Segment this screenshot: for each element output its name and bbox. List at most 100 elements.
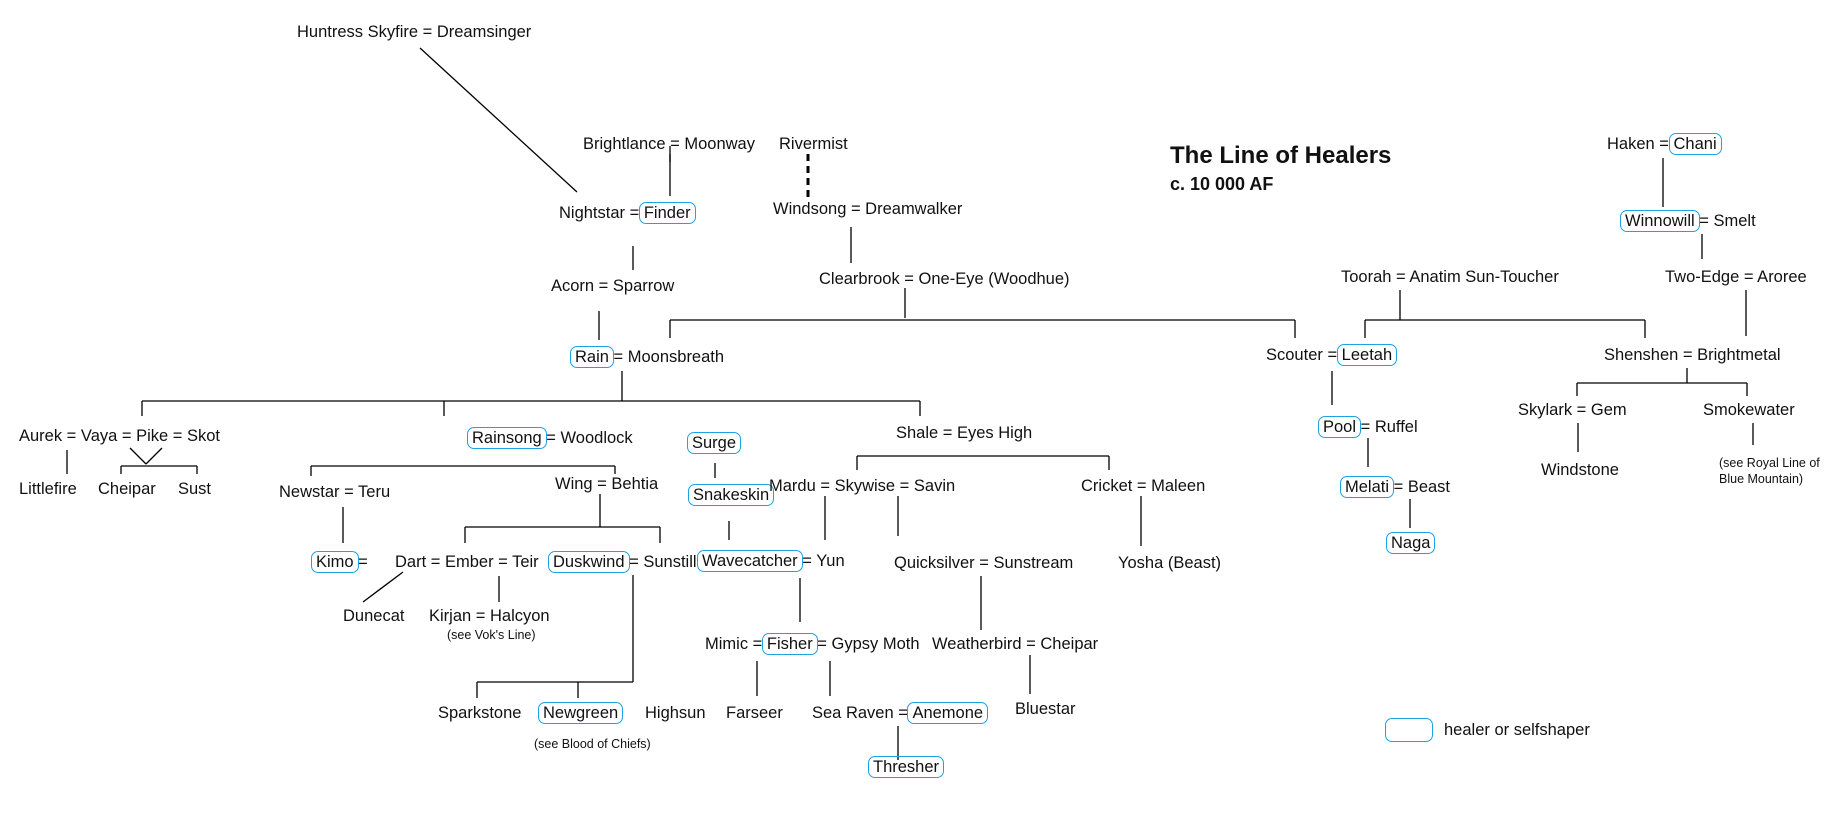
person-node: Sea Raven = Anemone bbox=[812, 702, 989, 724]
name-text: = Beast bbox=[1389, 478, 1451, 496]
healer-name: Winnowill bbox=[1620, 210, 1700, 232]
person-node: Cricket = Maleen bbox=[1081, 476, 1205, 496]
person-node: Rivermist bbox=[779, 134, 848, 154]
person-node: Skylark = Gem bbox=[1518, 400, 1627, 420]
person-node: Winnowill = Smelt bbox=[1620, 210, 1756, 232]
healer-name: Finder bbox=[638, 202, 696, 224]
name-text: Huntress Skyfire = Dreamsinger bbox=[297, 23, 532, 41]
person-node: (see Blood of Chiefs) bbox=[534, 737, 651, 752]
name-text: Mimic = bbox=[705, 635, 767, 653]
name-text: Sea Raven = bbox=[812, 704, 913, 722]
name-text: = Moonsbreath bbox=[608, 348, 725, 366]
name-text: Kirjan = Halcyon bbox=[429, 607, 550, 625]
name-text: Quicksilver = Sunstream bbox=[894, 554, 1074, 572]
person-node: Dunecat bbox=[343, 606, 404, 626]
name-text: Two-Edge = Aroree bbox=[1665, 268, 1807, 286]
name-text: Farseer bbox=[726, 704, 783, 722]
person-node: Weatherbird = Cheipar bbox=[932, 634, 1098, 654]
person-node: Haken = Chani bbox=[1607, 133, 1722, 155]
person-node: Rain = Moonsbreath bbox=[570, 346, 725, 368]
name-text: Bluestar bbox=[1015, 700, 1076, 718]
person-node: Littlefire bbox=[19, 479, 77, 499]
name-text: Nightstar = bbox=[559, 204, 644, 222]
name-text: Shenshen = Brightmetal bbox=[1604, 346, 1781, 364]
name-text: Shale = Eyes High bbox=[896, 424, 1033, 442]
person-node: Cheipar bbox=[98, 479, 156, 499]
person-node: Sust bbox=[178, 479, 211, 499]
name-text: Rivermist bbox=[779, 135, 848, 153]
person-node: Thresher bbox=[868, 756, 945, 778]
healer-name: Kimo bbox=[311, 551, 359, 573]
name-text: = Yun bbox=[797, 552, 845, 570]
healer-name: Newgreen bbox=[538, 702, 624, 724]
healer-name: Rainsong bbox=[467, 427, 547, 449]
person-node: Duskwind = Sunstill bbox=[548, 551, 697, 573]
name-text: Haken = bbox=[1607, 135, 1674, 153]
healer-name: Melati bbox=[1340, 476, 1395, 498]
healer-name: Anemone bbox=[907, 702, 989, 724]
name-text: (see Vok's Line) bbox=[447, 628, 536, 642]
healer-name: Thresher bbox=[868, 756, 945, 778]
name-text: Aurek = Vaya = Pike = Skot bbox=[19, 427, 221, 445]
healer-name: Chani bbox=[1668, 133, 1722, 155]
name-text: Windstone bbox=[1541, 461, 1619, 479]
person-node: Nightstar = Finder bbox=[559, 202, 696, 224]
person-node: Dart = Ember = Teir bbox=[395, 552, 539, 572]
person-node: Two-Edge = Aroree bbox=[1665, 267, 1807, 287]
connector-line bbox=[362, 571, 404, 603]
name-text: Windsong = Dreamwalker bbox=[773, 200, 963, 218]
person-node: Scouter = Leetah bbox=[1266, 344, 1398, 366]
person-node: Brightlance = Moonway bbox=[583, 134, 755, 154]
person-node: Huntress Skyfire = Dreamsinger bbox=[297, 22, 531, 42]
person-node: Clearbrook = One-Eye (Woodhue) bbox=[819, 269, 1070, 289]
name-text: Yosha (Beast) bbox=[1118, 554, 1222, 572]
name-text: = Sunstill bbox=[624, 553, 697, 571]
person-node: Wavecatcher = Yun bbox=[697, 550, 845, 572]
person-node: Pool = Ruffel bbox=[1318, 416, 1418, 438]
name-text: Cricket = Maleen bbox=[1081, 477, 1206, 495]
name-text: Blue Mountain) bbox=[1719, 472, 1804, 486]
person-node: Smokewater bbox=[1703, 400, 1795, 420]
person-node: Melati = Beast bbox=[1340, 476, 1451, 498]
person-node: Naga bbox=[1386, 532, 1436, 554]
person-node: Rainsong = Woodlock bbox=[467, 427, 633, 449]
healer-name: Naga bbox=[1386, 532, 1436, 554]
name-text: Mardu = Skywise = Savin bbox=[769, 477, 956, 495]
person-node: Shale = Eyes High bbox=[896, 423, 1032, 443]
person-node: Wing = Behtia bbox=[555, 474, 658, 494]
healer-name: Leetah bbox=[1336, 344, 1398, 366]
person-node: Mardu = Skywise = Savin bbox=[769, 476, 955, 496]
healer-name: Fisher bbox=[761, 633, 818, 655]
healer-name: Pool bbox=[1318, 416, 1362, 438]
name-text: = bbox=[353, 553, 368, 571]
healer-name: Snakeskin bbox=[688, 484, 775, 506]
name-text: Toorah = Anatim Sun-Toucher bbox=[1341, 268, 1559, 286]
name-text: Dunecat bbox=[343, 607, 405, 625]
person-node: Windstone bbox=[1541, 460, 1619, 480]
person-node: Shenshen = Brightmetal bbox=[1604, 345, 1781, 365]
name-text: Weatherbird = Cheipar bbox=[932, 635, 1099, 653]
name-text: Cheipar bbox=[98, 480, 156, 498]
healer-name: Duskwind bbox=[548, 551, 630, 573]
connector-line bbox=[419, 47, 578, 193]
name-text: Clearbrook = One-Eye (Woodhue) bbox=[819, 270, 1070, 288]
name-text: Highsun bbox=[645, 704, 706, 722]
healer-name: Surge bbox=[687, 432, 742, 454]
chart-subtitle: c. 10 000 AF bbox=[1170, 174, 1274, 194]
name-text: Scouter = bbox=[1266, 346, 1342, 364]
person-node: Farseer bbox=[726, 703, 783, 723]
person-node: Newstar = Teru bbox=[279, 482, 390, 502]
person-node: Kirjan = Halcyon bbox=[429, 606, 550, 626]
person-node: Yosha (Beast) bbox=[1118, 553, 1221, 573]
name-text: Acorn = Sparrow bbox=[551, 277, 675, 295]
legend-box bbox=[1385, 718, 1433, 742]
name-text: Dart = Ember = Teir bbox=[395, 553, 539, 571]
person-node: (see Royal Line of bbox=[1719, 456, 1820, 471]
person-node: Toorah = Anatim Sun-Toucher bbox=[1341, 267, 1559, 287]
name-text: (see Blood of Chiefs) bbox=[534, 737, 651, 751]
name-text: Sust bbox=[178, 480, 212, 498]
person-node: Bluestar bbox=[1015, 699, 1076, 719]
person-node: Snakeskin bbox=[688, 484, 775, 506]
person-node: Windsong = Dreamwalker bbox=[773, 199, 962, 219]
